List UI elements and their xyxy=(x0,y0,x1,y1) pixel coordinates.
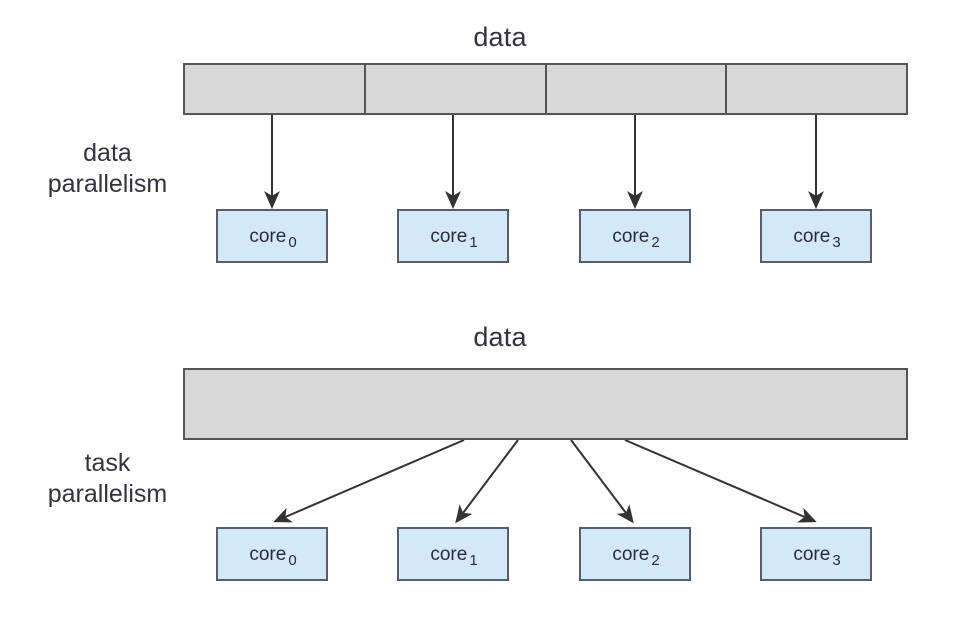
data-bar-segmented xyxy=(183,63,908,115)
arrow-to-core-0 xyxy=(273,439,465,523)
arrow-to-core-1 xyxy=(455,439,519,524)
data-segment-1 xyxy=(366,65,547,113)
section-label-line-2: parallelism xyxy=(47,480,168,508)
data-parallelism-arrows xyxy=(264,103,824,209)
data-segment-0 xyxy=(185,65,366,113)
arrow-to-core-3 xyxy=(624,439,817,523)
task-parallelism-arrows xyxy=(273,439,817,524)
section-label-data-parallelism: data parallelism xyxy=(10,138,205,200)
data-title-top: data xyxy=(473,22,527,52)
data-bar-single xyxy=(183,368,908,440)
data-title-bottom: data xyxy=(473,322,527,352)
section-label-line-1: task xyxy=(84,449,131,477)
section-label-task-parallelism: task parallelism xyxy=(10,448,205,510)
data-segment-2 xyxy=(547,65,728,113)
section-label-line-1: data xyxy=(83,139,132,167)
data-segment-3 xyxy=(727,65,906,113)
section-label-line-2: parallelism xyxy=(47,170,168,198)
arrow-to-core-2 xyxy=(570,439,634,524)
